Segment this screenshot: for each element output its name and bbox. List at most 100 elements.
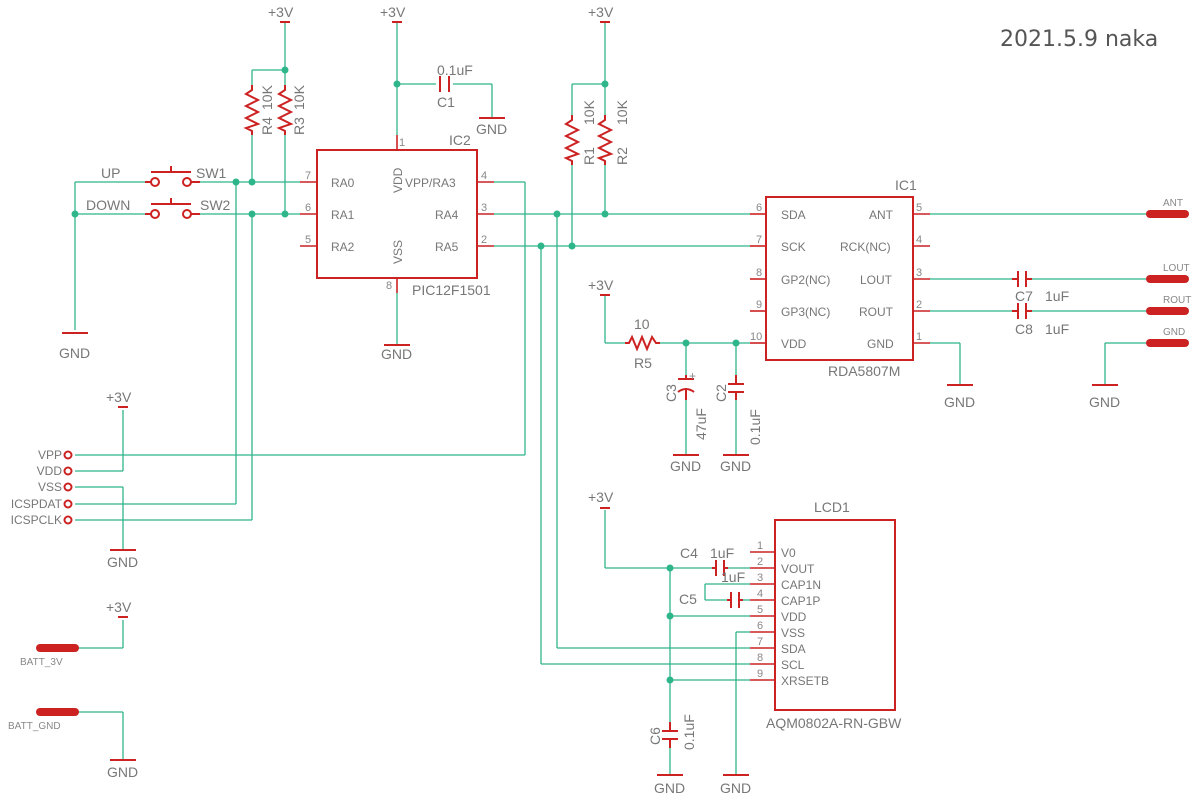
supply-3v-ic1: +3V <box>588 277 614 296</box>
lcd-pin-name: SCL <box>781 658 805 672</box>
svg-text:GND: GND <box>944 394 975 410</box>
svg-text:+3V: +3V <box>588 277 614 293</box>
resistor-r3: R3 10K <box>276 84 307 135</box>
svg-text:10K: 10K <box>291 84 307 110</box>
icsp-label: VPP <box>38 448 62 462</box>
svg-text:10K: 10K <box>259 84 275 110</box>
svg-text:GND: GND <box>720 780 751 796</box>
svg-text:RA2: RA2 <box>331 240 355 254</box>
capacitor-c3: + C3 47uF <box>663 369 709 440</box>
svg-text:GND: GND <box>59 345 90 361</box>
svg-text:3: 3 <box>916 267 922 279</box>
svg-text:C3: C3 <box>663 384 679 402</box>
supply-3v-icsp: +3V <box>106 389 132 408</box>
lcd-pin-num: 3 <box>757 572 763 584</box>
lcd-pin-name: V0 <box>781 546 796 560</box>
svg-text:10K: 10K <box>581 99 597 125</box>
supply-3v-ic2: +3V <box>380 4 406 23</box>
svg-text:1: 1 <box>916 331 922 343</box>
svg-text:4: 4 <box>481 170 487 182</box>
svg-text:GND: GND <box>1089 394 1120 410</box>
svg-text:0.1uF: 0.1uF <box>747 409 763 445</box>
supply-3v-top-left: +3V <box>268 4 294 23</box>
svg-text:7: 7 <box>756 234 762 246</box>
lcd-pin-num: 7 <box>757 636 763 648</box>
svg-text:+3V: +3V <box>380 4 406 20</box>
resistor-r2: R2 10K <box>596 99 630 165</box>
svg-text:SDA: SDA <box>781 208 806 222</box>
svg-text:LOUT: LOUT <box>1163 263 1190 274</box>
svg-text:0.1uF: 0.1uF <box>681 714 697 750</box>
svg-text:GND: GND <box>476 121 507 137</box>
connector-batt-3v: BATT_3V <box>20 644 79 668</box>
svg-text:SW2: SW2 <box>200 197 231 213</box>
svg-text:VSS: VSS <box>391 240 405 264</box>
svg-text:LCD1: LCD1 <box>814 499 850 515</box>
svg-text:10K: 10K <box>614 99 630 125</box>
svg-text:+3V: +3V <box>588 4 614 20</box>
icsp-label: VSS <box>38 480 62 494</box>
svg-text:GND: GND <box>107 764 138 780</box>
icsp-pin-vdd: VDD <box>37 464 73 478</box>
svg-text:SW1: SW1 <box>196 165 227 181</box>
svg-text:0.1uF: 0.1uF <box>437 62 473 78</box>
gnd-c2: GND <box>720 454 751 474</box>
lcd-pin-num: 2 <box>757 556 763 568</box>
lcd-pin-name: VSS <box>781 626 805 640</box>
svg-text:R5: R5 <box>634 355 652 371</box>
svg-text:GP2(NC): GP2(NC) <box>781 273 830 287</box>
svg-text:UP: UP <box>101 165 120 181</box>
svg-text:8: 8 <box>756 267 762 279</box>
svg-text:C4: C4 <box>680 545 698 561</box>
gnd-lcd: GND <box>720 774 751 796</box>
lcd-pin-name: SDA <box>781 642 806 656</box>
svg-text:GND: GND <box>107 554 138 570</box>
connector-rout: ROUT <box>1146 295 1191 315</box>
lcd-pin-num: 6 <box>757 620 763 632</box>
svg-text:5: 5 <box>916 202 922 214</box>
wires <box>74 22 1150 775</box>
connector-batt-gnd: BATT_GND <box>8 708 79 732</box>
capacitor-c2: C2 0.1uF <box>713 375 763 445</box>
svg-text:1uF: 1uF <box>721 569 745 585</box>
svg-text:9: 9 <box>756 299 762 311</box>
svg-text:GND: GND <box>654 780 685 796</box>
svg-text:C7: C7 <box>1015 288 1033 304</box>
gnd-ic1: GND <box>944 384 975 410</box>
svg-text:RA5: RA5 <box>435 240 459 254</box>
ic1-rda5807m: IC1 RDA5807M SDA SCK GP2(NC) GP3(NC) VDD… <box>750 177 930 379</box>
gnd-conn: GND <box>1089 384 1120 410</box>
svg-text:47uF: 47uF <box>693 408 709 440</box>
supply-3v-batt: +3V <box>106 599 132 618</box>
svg-text:1uF: 1uF <box>1045 321 1069 337</box>
icsp-label: ICSPCLK <box>11 513 62 527</box>
lcd-pin-num: 1 <box>757 540 763 552</box>
lcd-pin-name: CAP1P <box>781 594 820 608</box>
lcd-pin-name: VDD <box>781 610 807 624</box>
capacitor-c5: C5 1uF <box>679 569 745 608</box>
svg-text:10: 10 <box>750 331 762 343</box>
svg-text:7: 7 <box>305 170 311 182</box>
svg-text:VPP/RA3: VPP/RA3 <box>405 176 456 190</box>
lcd-pin-name: XRSETB <box>781 674 829 688</box>
svg-text:RDA5807M: RDA5807M <box>828 363 900 379</box>
svg-text:GND: GND <box>867 337 894 351</box>
svg-text:VDD: VDD <box>781 337 807 351</box>
svg-text:6: 6 <box>305 202 311 214</box>
lcd-pin-name: CAP1N <box>781 578 821 592</box>
icsp-pin-icspdat: ICSPDAT <box>11 497 73 511</box>
icsp-label: ICSPDAT <box>11 497 63 511</box>
svg-text:2: 2 <box>481 234 487 246</box>
svg-text:GND: GND <box>381 346 412 362</box>
svg-text:1uF: 1uF <box>710 545 734 561</box>
svg-text:+3V: +3V <box>588 489 614 505</box>
